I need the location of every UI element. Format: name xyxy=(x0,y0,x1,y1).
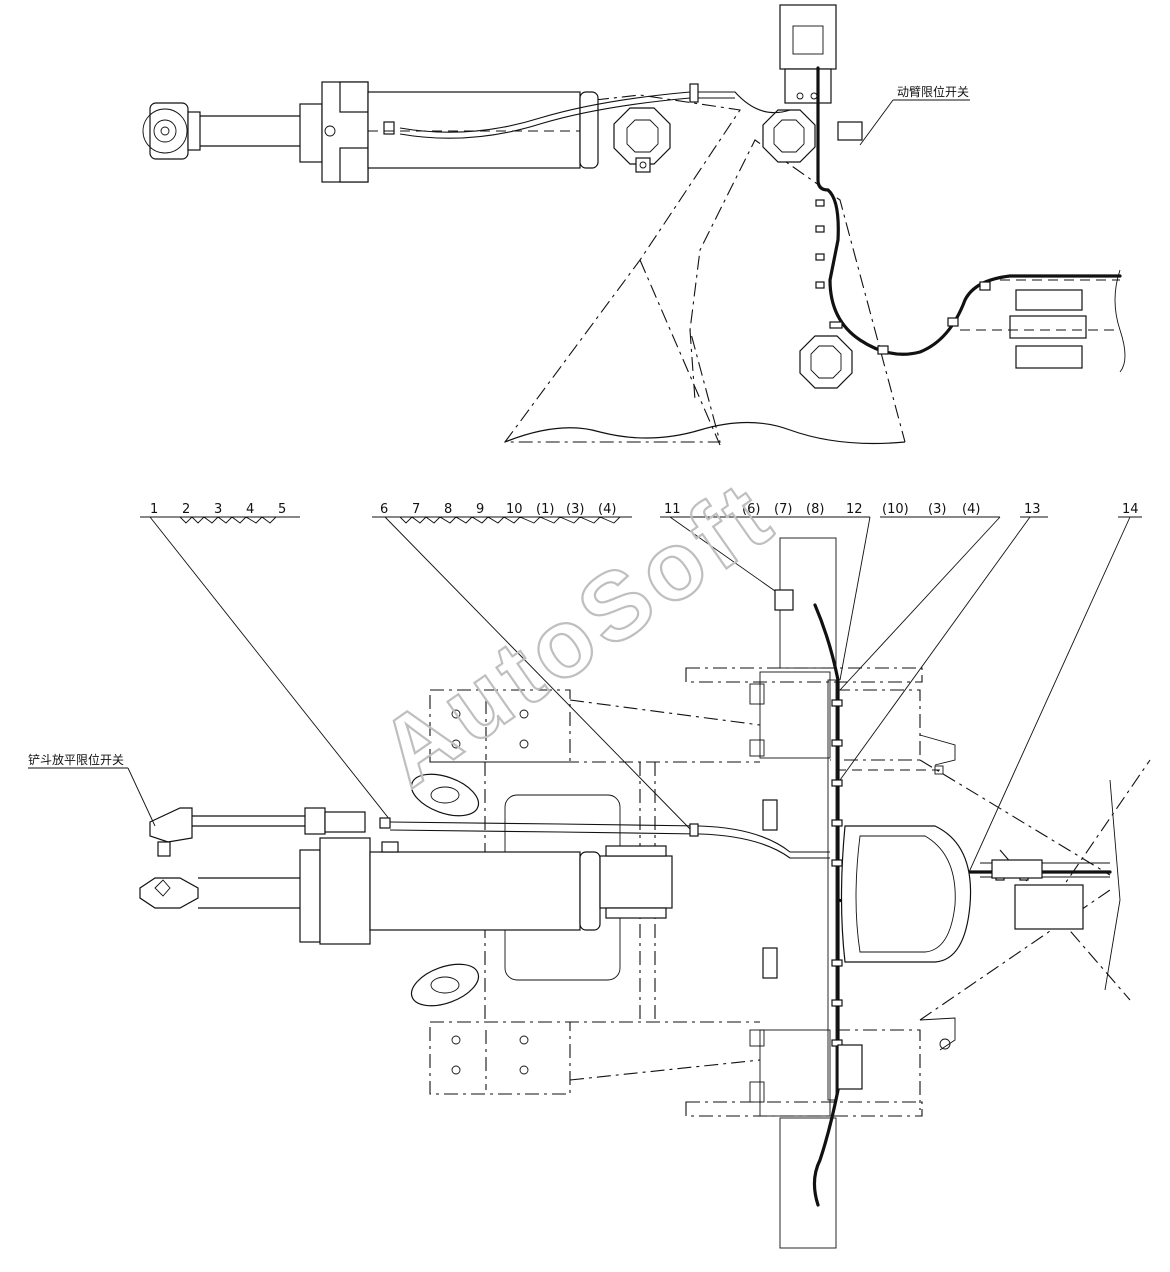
callout-12: 12 xyxy=(846,502,863,517)
boom-pivots xyxy=(613,107,853,389)
callout-p6: (6) xyxy=(742,502,760,517)
callout-p7: (7) xyxy=(774,502,792,517)
callout-p1: (1) xyxy=(536,502,554,517)
boom-switch-box xyxy=(779,4,863,141)
callout-1: 1 xyxy=(150,502,158,517)
plan-cable xyxy=(812,603,840,1207)
callout-13: 13 xyxy=(1024,502,1041,517)
callout-9: 9 xyxy=(476,502,484,517)
callout-6: 6 xyxy=(380,502,388,517)
callout-p8: (8) xyxy=(806,502,824,517)
callout-2: 2 xyxy=(182,502,190,517)
callout-p3: (3) xyxy=(566,502,584,517)
side-view: 动臂限位开关 xyxy=(142,4,1126,446)
callout-14: 14 xyxy=(1122,502,1139,517)
boom-outline xyxy=(503,94,906,443)
callout-10: 10 xyxy=(506,502,523,517)
bucket-switch-assembly xyxy=(149,807,391,857)
callout-p4: (4) xyxy=(598,502,616,517)
callout-11: 11 xyxy=(664,502,681,517)
callout-8: 8 xyxy=(444,502,452,517)
bucket-pivot xyxy=(142,102,310,160)
callout-p4b: (4) xyxy=(962,502,980,517)
callout-3: 3 xyxy=(214,502,222,517)
front-frame xyxy=(410,689,778,1095)
side-cable xyxy=(816,66,1122,356)
callout-4: 4 xyxy=(246,502,254,517)
callout-numbers: 1 2 3 4 5 6 7 8 9 10 (1) (3) (4) 11 (6) … xyxy=(150,502,1139,517)
bucket-level-limit-switch-label: 铲斗放平限位开关 xyxy=(28,752,124,767)
plan-view: 铲斗放平限位开关 1 2 3 4 5 6 7 8 9 10 (1) (3) (4… xyxy=(28,502,1151,1249)
rear-hub-side xyxy=(960,269,1126,373)
boom-limit-switch-label: 动臂限位开关 xyxy=(897,84,969,99)
callout-p10: (10) xyxy=(882,502,909,517)
callout-7: 7 xyxy=(412,502,420,517)
lift-cylinder-plan xyxy=(139,837,673,945)
lift-cylinder-side xyxy=(299,81,599,183)
callout-5: 5 xyxy=(278,502,286,517)
callout-p3b: (3) xyxy=(928,502,946,517)
